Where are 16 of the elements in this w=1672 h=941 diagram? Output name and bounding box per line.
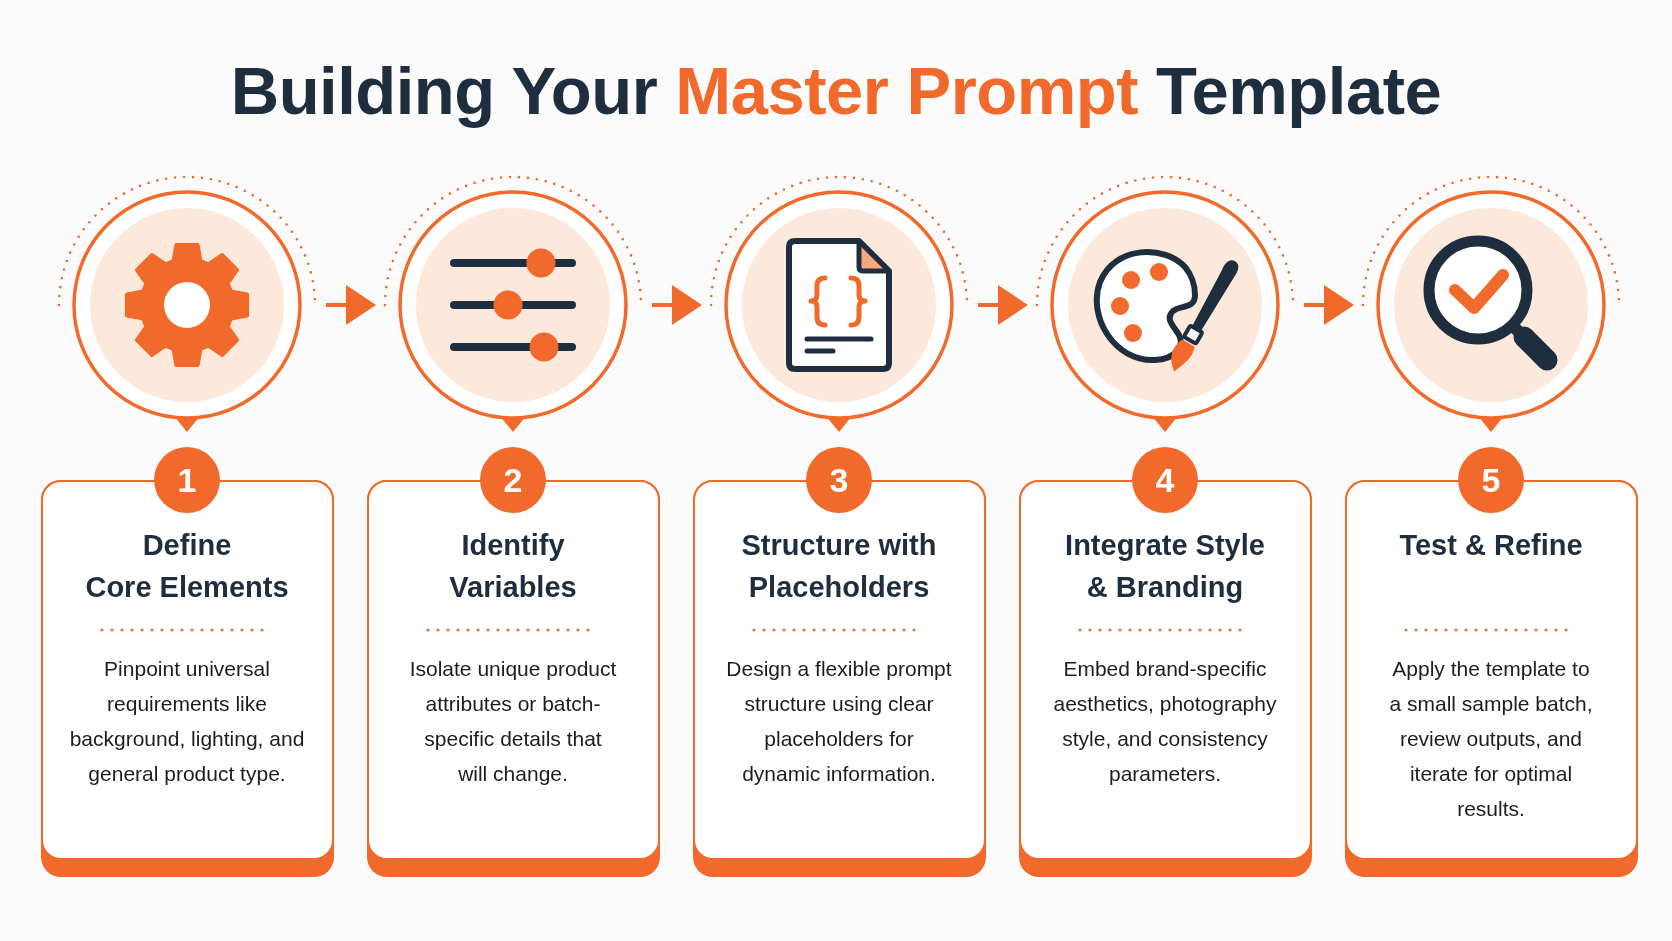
step-description: Design a flexible prompt structure using clear placeholders for dynamic information. bbox=[725, 656, 953, 787]
step-title: Identify Variables bbox=[449, 528, 577, 605]
step-number-badge: 4 bbox=[1132, 447, 1198, 513]
step-title: Define Core Elements bbox=[85, 528, 289, 605]
step-description: Apply the template to a small sample batch, review outputs, and iterate for optimal results. bbox=[1388, 656, 1594, 822]
step-number-badge: 5 bbox=[1458, 447, 1524, 513]
step-title: Test & Refine bbox=[1399, 528, 1583, 563]
step-number-badge: 2 bbox=[480, 447, 546, 513]
step-number-badge: 1 bbox=[154, 447, 220, 513]
page-title: Building Your Master Prompt Template bbox=[230, 53, 1442, 129]
step-number-badge: 3 bbox=[806, 447, 872, 513]
step-title: Structure with Placeholders bbox=[741, 528, 937, 605]
step-description: Isolate unique product attributes or batch-specific details that will change. bbox=[408, 656, 618, 787]
step-title: Integrate Style & Branding bbox=[1065, 528, 1265, 605]
step-description: Pinpoint universal requirements like background, lighting, and general product type. bbox=[68, 656, 306, 787]
step-description: Embed brand-specific aesthetics, photography style, and consistency parameters. bbox=[1052, 656, 1278, 787]
